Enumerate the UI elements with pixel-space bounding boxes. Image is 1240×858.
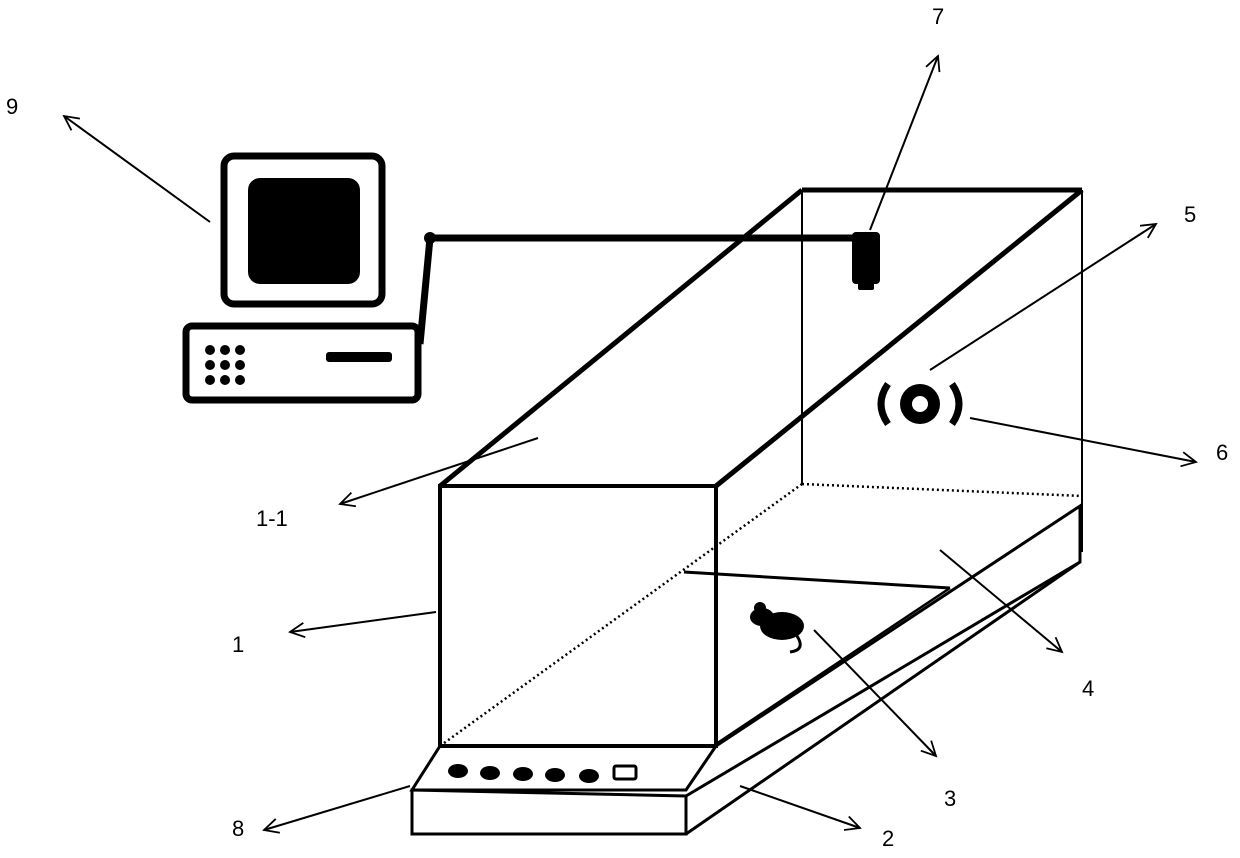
camera-cable bbox=[420, 238, 866, 344]
base bbox=[412, 506, 1080, 834]
label-2: 2 bbox=[882, 826, 894, 851]
camera bbox=[852, 232, 880, 290]
label-4: 4 bbox=[1082, 676, 1094, 701]
display-button bbox=[614, 766, 636, 779]
divider bbox=[684, 572, 950, 588]
label-1: 1 bbox=[232, 632, 244, 657]
speaker bbox=[881, 384, 959, 424]
keypad-dots bbox=[205, 345, 245, 385]
chamber bbox=[440, 190, 1082, 746]
label-7: 7 bbox=[932, 4, 944, 29]
mouse bbox=[750, 602, 804, 652]
monitor-screen bbox=[248, 178, 360, 284]
label-8: 8 bbox=[232, 816, 244, 841]
disk-slot bbox=[326, 352, 392, 362]
cable-junction bbox=[424, 232, 436, 244]
label-9: 9 bbox=[6, 94, 18, 119]
computer bbox=[186, 156, 418, 400]
label-3: 3 bbox=[944, 786, 956, 811]
label-5: 5 bbox=[1184, 202, 1196, 227]
label-6: 6 bbox=[1216, 440, 1228, 465]
control-buttons bbox=[448, 764, 599, 783]
label-1-1: 1-1 bbox=[256, 506, 288, 531]
